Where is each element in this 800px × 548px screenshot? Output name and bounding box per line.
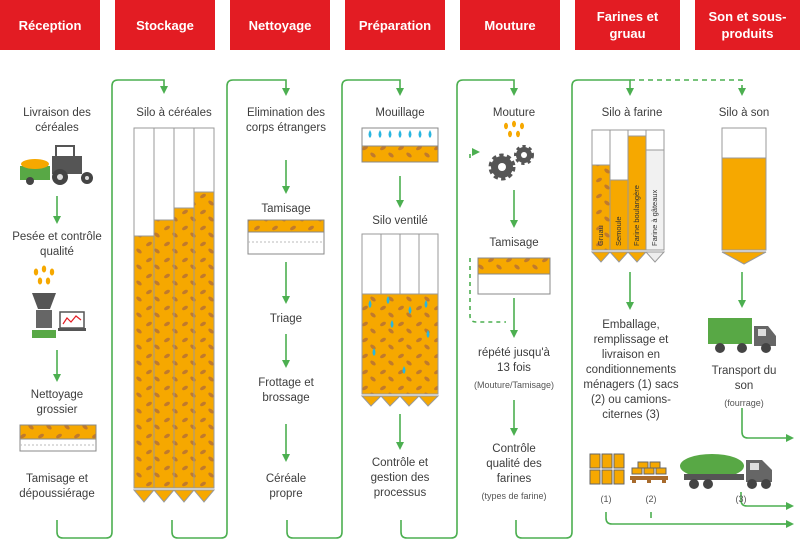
gears-icon (488, 120, 534, 181)
label-transport-son: Transport du son (711, 365, 777, 392)
label-frottage: Frottage et brossage (258, 377, 314, 404)
tractor-icon (20, 145, 93, 185)
header-son: Son et sous-produits (695, 0, 800, 50)
header-nettoyage: Nettoyage (230, 0, 330, 50)
milling-sieve (477, 257, 551, 295)
label-livraison: Livraison des céréales (23, 107, 91, 134)
flour-silo (590, 129, 666, 263)
sacks-icon (630, 461, 668, 483)
label-controle-qualite-farines: Contrôle qualité des farines (486, 443, 542, 485)
label-mouture: Mouture (492, 107, 536, 119)
label-cereale-propre: Céréale propre (265, 473, 307, 500)
label-silo-ventile: Silo ventilé (372, 215, 428, 227)
tanker-truck-icon (680, 454, 772, 489)
label-pesee: Pesée et contrôle qualité (12, 231, 102, 258)
flour-type-gruau: Gruau (596, 225, 605, 246)
label-types-farine: (types de farine) (481, 491, 547, 501)
label-repete: répété jusqu'à 13 fois (478, 347, 550, 374)
label-tamisage-mouture: Tamisage (489, 237, 539, 249)
header-mouture: Mouture (460, 0, 560, 50)
label-tamisage-depoussierage: Tamisage et dépoussiérage (19, 473, 95, 500)
label-num-1: (1) (600, 494, 612, 504)
cleaning-sieve (247, 219, 325, 255)
header-preparation: Préparation (345, 0, 445, 50)
bran-truck-icon (708, 318, 776, 353)
flour-type-gateaux: Farine à gâteaux (650, 189, 659, 246)
label-elimination: Elimination des corps étrangers (246, 107, 326, 134)
label-emballage: Emballage, remplissage et livraison en c… (583, 319, 679, 421)
label-num-2: (2) (645, 494, 657, 504)
label-num-3: (3) (735, 494, 747, 504)
process-arrows (53, 148, 794, 528)
header-farines: Farines et gruau (575, 0, 680, 50)
moistening-tray (361, 127, 439, 163)
weighing-scale-icon (32, 265, 86, 338)
label-tamisage-nettoyage: Tamisage (261, 203, 311, 215)
label-repete-sub: (Mouture/Tamisage) (473, 380, 555, 390)
connector-lines (56, 79, 746, 539)
cereal-silo (132, 127, 216, 503)
consumer-packages-icon (589, 453, 625, 485)
label-triage: Triage (269, 313, 303, 325)
label-fourrage: (fourrage) (724, 398, 764, 408)
header-stockage: Stockage (115, 0, 215, 50)
label-controle-gestion: Contrôle et gestion des processus (370, 457, 430, 499)
label-silo-son: Silo à son (718, 107, 770, 119)
label-silo-farine: Silo à farine (601, 107, 663, 119)
coarse-cleaning-sieve (19, 424, 97, 452)
header-reception: Réception (0, 0, 100, 50)
ventilated-silo (360, 233, 440, 407)
bran-silo (721, 127, 767, 265)
label-mouillage: Mouillage (375, 107, 425, 119)
flour-type-boulangere: Farine boulangère (632, 185, 641, 246)
label-silo-cereales: Silo à céréales (136, 107, 212, 119)
flour-type-semoule: Semoule (614, 216, 623, 246)
label-nettoyage-grossier: Nettoyage grossier (30, 389, 84, 416)
